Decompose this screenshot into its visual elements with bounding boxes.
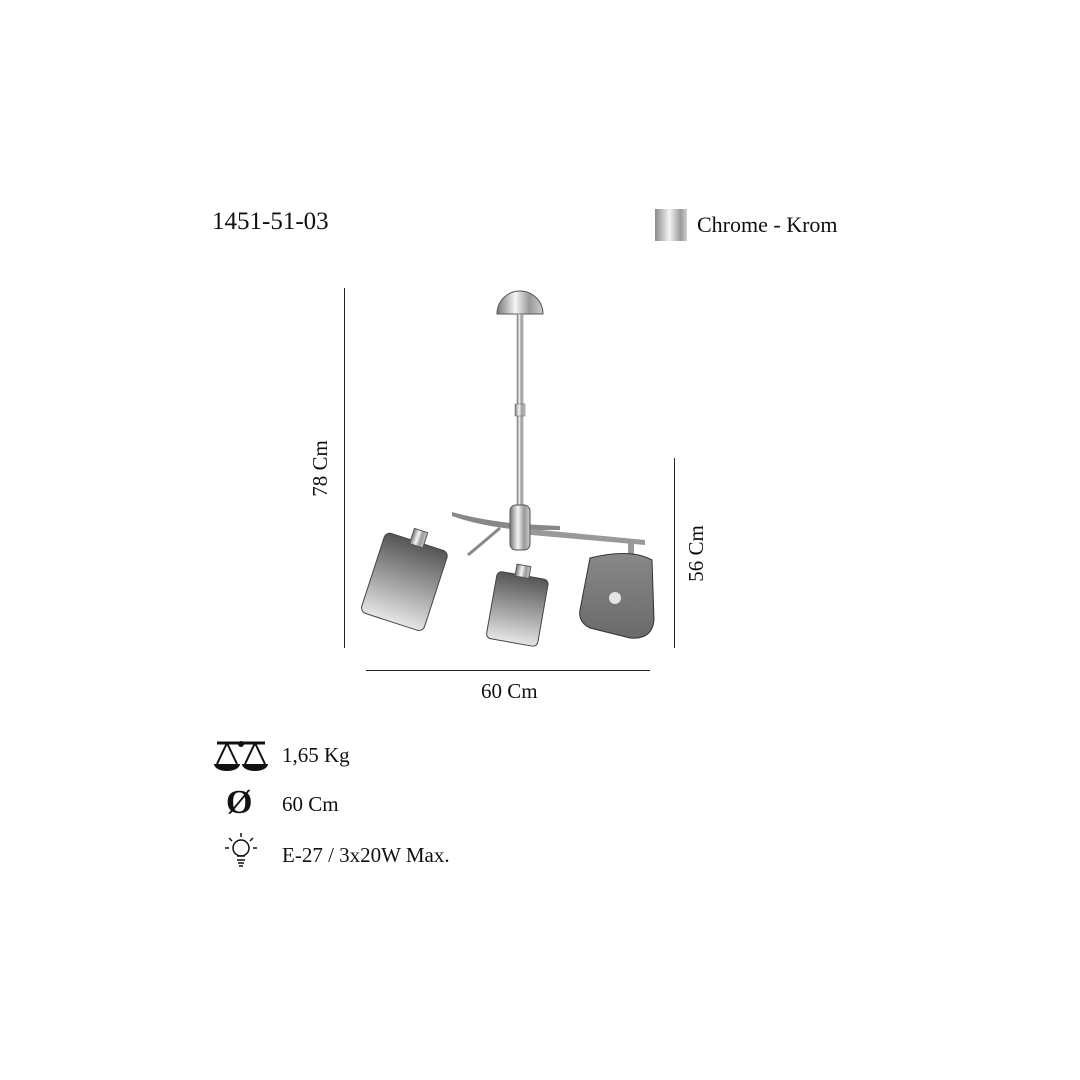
diameter-spec: 60 Cm xyxy=(282,792,339,816)
weight-spec: 1,65 Kg xyxy=(282,743,350,767)
width-dimension-line xyxy=(366,670,650,671)
height-total-dimension-line xyxy=(344,288,345,648)
finish-swatch xyxy=(655,209,687,241)
finish-label: Chrome - Krom xyxy=(697,212,838,237)
width-label: 60 Cm xyxy=(481,679,538,703)
bulb-spec: E-27 / 3x20W Max. xyxy=(282,843,450,867)
bulb-icon xyxy=(225,833,257,867)
scale-icon xyxy=(214,741,268,771)
height-body-dimension-line xyxy=(674,458,675,648)
diameter-icon: Ø xyxy=(226,784,253,821)
product-code: 1451-51-03 xyxy=(212,208,329,235)
